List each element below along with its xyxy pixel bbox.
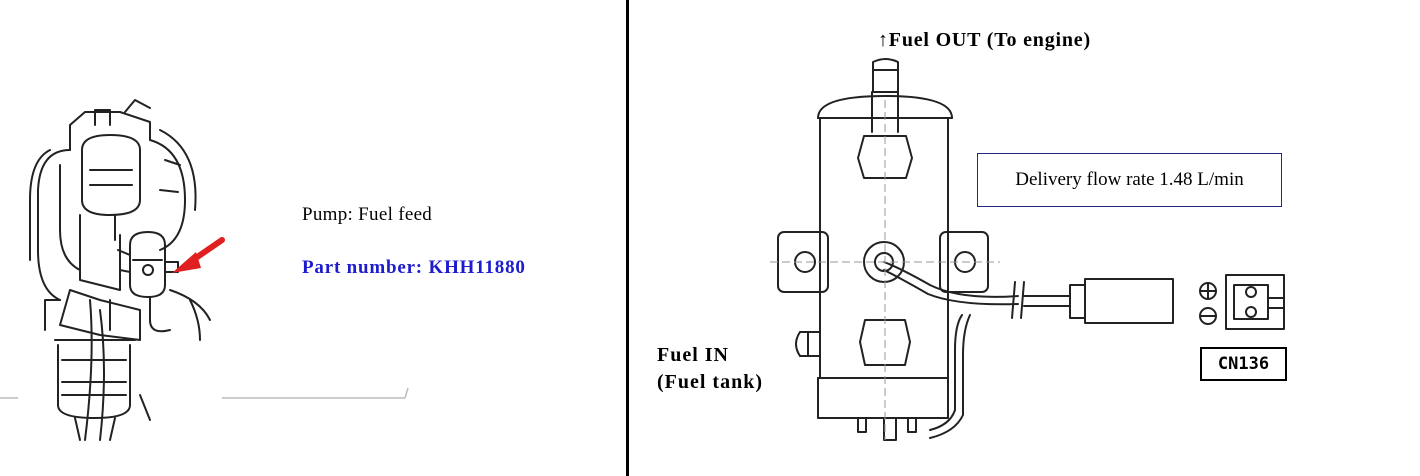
pump-description: Pump: Fuel feed [302,204,433,225]
panel-divider [626,0,629,476]
connector-label-box: CN136 [1200,347,1287,381]
fuel-out-label: ↑Fuel OUT (To engine) [878,29,1091,51]
red-pointer-arrow-icon [172,237,225,273]
fuel-in-label: Fuel IN (Fuel tank) [657,342,763,396]
engine-pump-illustration [0,99,409,441]
connector-label: CN136 [1217,354,1270,374]
flow-rate-box: Delivery flow rate 1.48 L/min [977,153,1282,207]
part-number-text: Part number: KHH11880 [302,257,526,278]
fuel-in-line1: Fuel IN [657,344,729,366]
fuel-in-line2: (Fuel tank) [657,371,763,393]
flow-rate-text: Delivery flow rate 1.48 L/min [1015,169,1244,190]
